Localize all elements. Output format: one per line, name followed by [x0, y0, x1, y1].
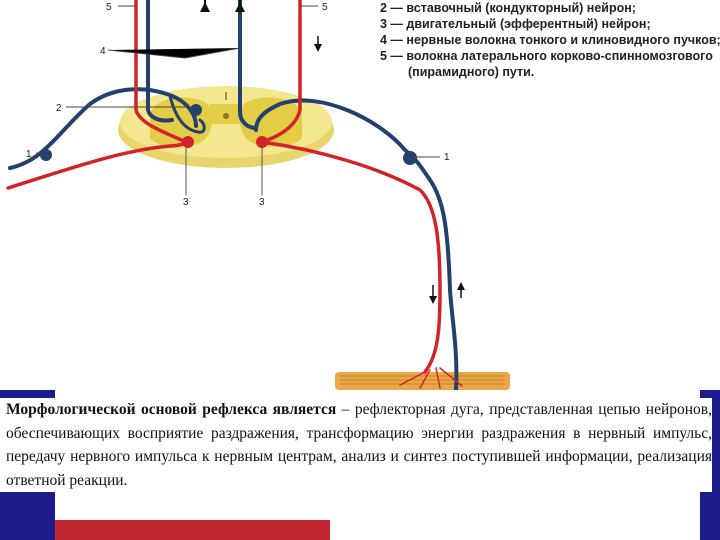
legend-item-2: 2 — вставочный (кондукторный) нейрон;: [380, 0, 720, 16]
label-5-right: 5: [322, 2, 328, 13]
sensory-ganglion-right: [403, 151, 417, 165]
label-3-right: 3: [259, 197, 265, 208]
legend-item-5: 5 — волокна латерального корково-спинном…: [380, 48, 720, 64]
legend-item-5-continued: (пирамидного) пути.: [380, 64, 720, 80]
caption-text: Морфологической основой рефлекса являетс…: [0, 398, 712, 492]
diagram-legend: 2 — вставочный (кондукторный) нейрон; 3 …: [380, 0, 720, 80]
caption-bottom-accent-bar: [55, 520, 330, 540]
label-2: 2: [56, 103, 62, 114]
label-3-left: 3: [183, 197, 189, 208]
label-1-right: 1: [444, 152, 450, 163]
label-5-left: 5: [106, 2, 112, 13]
muscle: [335, 372, 510, 390]
interneuron-left: [190, 104, 202, 116]
sensory-ganglion-left: [40, 149, 52, 161]
legend-item-3: 3 — двигательный (эфферентный) нейрон;: [380, 16, 720, 32]
motor-neuron-left: [182, 136, 194, 148]
legend-item-4: 4 — нервные волокна тонкого и клиновидно…: [380, 32, 720, 48]
label-4: 4: [100, 46, 106, 57]
label-1-left: 1: [26, 149, 32, 160]
motor-neuron-right: [256, 136, 268, 148]
caption-bold-term: Морфологической основой рефлекса являетс…: [6, 401, 336, 418]
